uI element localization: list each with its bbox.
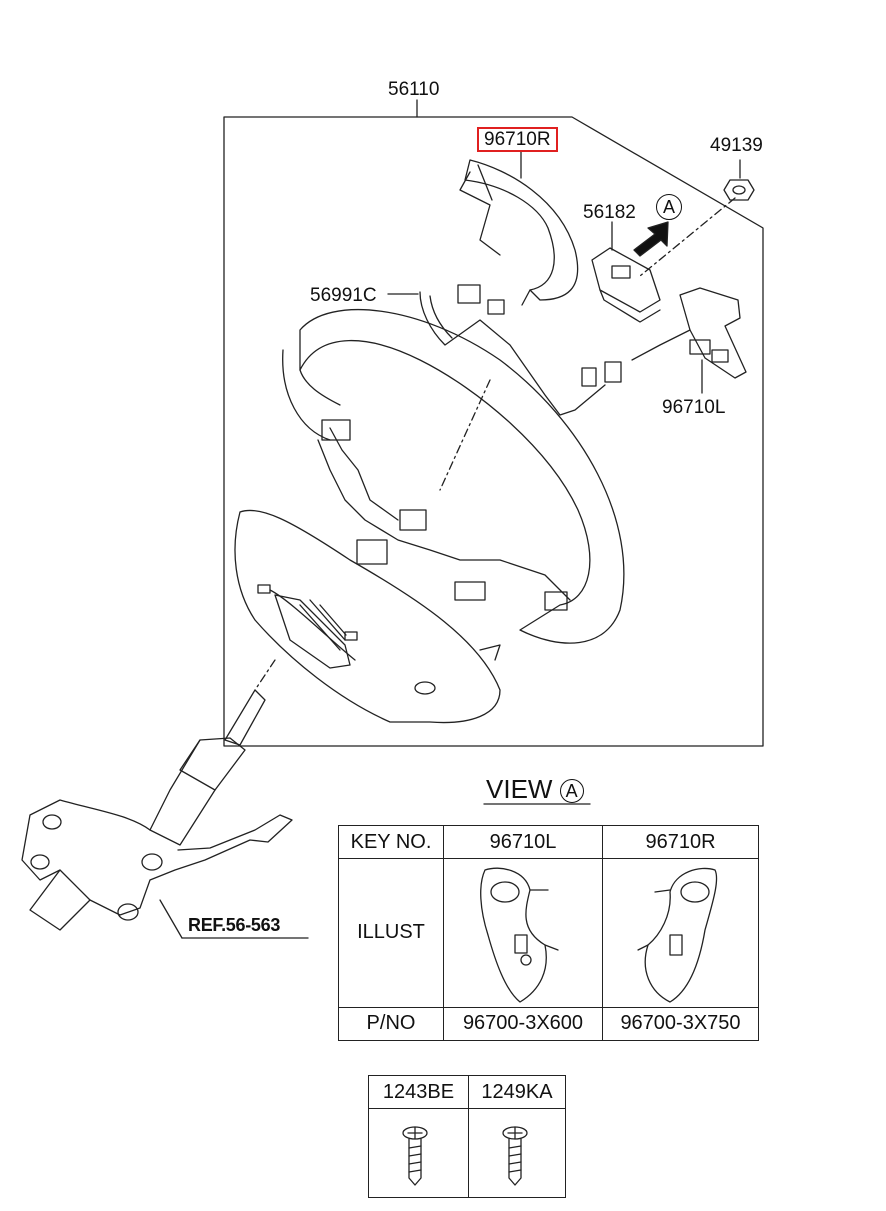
screw-cell-right xyxy=(468,1108,566,1198)
illust-cell-right xyxy=(602,858,759,1008)
header-96710l: 96710L xyxy=(443,824,603,860)
switch-96710r-drawing xyxy=(459,159,579,306)
switch-96710l-drawing xyxy=(631,287,747,379)
label-96710l: 96710L xyxy=(662,397,726,418)
parts-table-illust-row: ILLUST xyxy=(338,858,759,1008)
row-label-pno: P/NO xyxy=(338,1006,444,1042)
view-title: VIEW A xyxy=(486,774,584,804)
assembly-frame xyxy=(223,116,764,747)
header-key-no: KEY NO. xyxy=(338,824,444,860)
wire-56991c-drawing xyxy=(419,284,622,416)
screws-table-illust-row xyxy=(368,1108,566,1198)
header-1249ka: 1249KA xyxy=(468,1075,566,1109)
row-label-illust: ILLUST xyxy=(338,858,444,1008)
parts-table-header-row: KEY NO. 96710L 96710R xyxy=(338,824,759,860)
lower-cover-drawing xyxy=(234,509,501,724)
bracket-56182 xyxy=(591,247,661,323)
label-56110: 56110 xyxy=(388,79,440,100)
dash-49139 xyxy=(639,197,736,277)
spoke-wiring xyxy=(317,419,571,611)
pno-96710l: 96700-3X600 xyxy=(443,1006,603,1042)
parts-table: KEY NO. 96710L 96710R ILLUST P/NO 96700-… xyxy=(338,824,759,1042)
view-title-marker: A xyxy=(559,779,584,804)
wheel-rim-drawing xyxy=(282,308,625,644)
label-49139: 49139 xyxy=(710,135,763,156)
pno-96710r: 96700-3X750 xyxy=(602,1006,759,1042)
screws-table: 1243BE 1249KA xyxy=(368,1075,566,1198)
view-marker-a: A xyxy=(656,194,682,220)
view-title-text: VIEW xyxy=(486,774,553,804)
label-56991c: 56991C xyxy=(310,285,377,306)
view-marker-a-label: A xyxy=(656,194,682,220)
header-1243be: 1243BE xyxy=(368,1075,469,1109)
label-ref-56-563: REF.56-563 xyxy=(188,915,281,935)
header-96710r: 96710R xyxy=(602,824,759,860)
label-56182: 56182 xyxy=(583,202,636,223)
parts-table-pno-row: P/NO 96700-3X600 96700-3X750 xyxy=(338,1006,759,1042)
screws-table-header-row: 1243BE 1249KA xyxy=(368,1075,566,1109)
screw-cell-left xyxy=(368,1108,469,1198)
label-96710r-highlighted[interactable]: 96710R xyxy=(477,127,558,152)
steering-column-drawing xyxy=(21,659,309,939)
illust-cell-left xyxy=(443,858,603,1008)
nut-49139 xyxy=(723,179,755,201)
view-arrow xyxy=(633,221,669,257)
